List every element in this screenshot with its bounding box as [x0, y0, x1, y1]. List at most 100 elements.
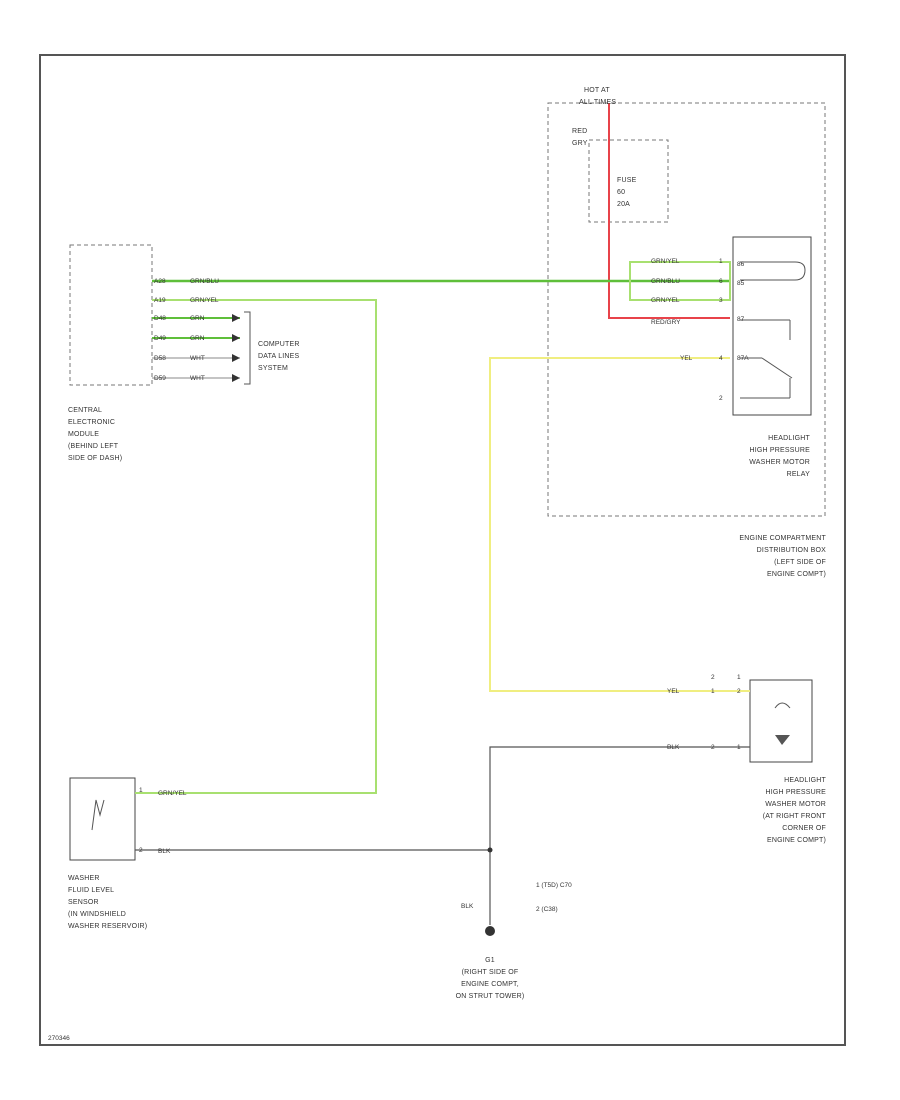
ecdb-label-3: (LEFT SIDE OF [774, 559, 826, 566]
hot-label-1: HOT AT [584, 87, 610, 94]
motor-wire-2-color: BLK [667, 744, 680, 751]
motor-label-5: CORNER OF [782, 825, 826, 832]
fuse-box-outline [588, 139, 669, 223]
motor-label-3: WASHER MOTOR [765, 801, 826, 808]
cem-pin-d49: D49 [154, 335, 166, 342]
sensor-label-1: WASHER [68, 875, 100, 882]
arrow-icon [232, 354, 240, 362]
wire-red-gry [608, 103, 730, 319]
motor-label-1: HEADLIGHT [784, 777, 826, 784]
engine-compartment-box-outline [547, 102, 826, 517]
motor-label-4: (AT RIGHT FRONT [763, 813, 827, 820]
relay-switch-arm [761, 357, 793, 379]
fuse-label-1: FUSE [617, 177, 637, 184]
motor-wire-1-term: 2 [737, 688, 741, 695]
sensor-label-2: FLUID LEVEL [68, 887, 114, 894]
fuse-label-3: 20A [617, 201, 630, 208]
motor-symbol-bottom [775, 735, 790, 745]
relay-box [732, 236, 812, 416]
cem-label-3: MODULE [68, 431, 99, 438]
ground-legend-2: 2 (C38) [536, 906, 558, 913]
cem-pin-d48: D48 [154, 315, 166, 322]
motor-wire-1-color: YEL [667, 688, 680, 695]
ground-wire-color: BLK [461, 903, 474, 910]
sensor-pin-2: 2 [139, 847, 143, 854]
relay-label-3: WASHER MOTOR [749, 459, 810, 466]
relay-wire-4-term: 87 [737, 316, 745, 323]
motor-label-2: HIGH PRESSURE [765, 789, 826, 796]
relay-wire-2-color: GRN/BLU [651, 278, 680, 285]
cem-wire-d48: GRN [190, 315, 205, 322]
ecdb-label-2: DISTRIBUTION BOX [757, 547, 826, 554]
wire-grn-yel-sensor [135, 299, 377, 794]
sensor-pin-1: 1 [139, 787, 143, 794]
relay-wire-1-term: 86 [737, 261, 745, 268]
sensor-label-3: SENSOR [68, 899, 99, 906]
ground-label-1: (RIGHT SIDE OF [462, 969, 519, 976]
data-lines-bracket [244, 311, 251, 385]
relay-wire-4-color: RED/GRY [651, 319, 681, 326]
relay-wire-6-pin: 2 [719, 395, 723, 402]
cem-box-outline [69, 244, 153, 386]
cem-pin-d59: D59 [154, 375, 166, 382]
relay-label-1: HEADLIGHT [768, 435, 810, 442]
arrow-icon [232, 314, 240, 322]
relay-wire-1-pin: 1 [719, 258, 723, 265]
relay-wire-1-color: GRN/YEL [651, 258, 680, 265]
ground-label-2: ENGINE COMPT, [461, 981, 519, 988]
ground-legend-1: 1 (T5D) C70 [536, 882, 572, 889]
ground-g1-icon [485, 926, 495, 936]
motor-label-6: ENGINE COMPT) [767, 837, 826, 844]
hot-label-2: ALL TIMES [579, 99, 616, 106]
motor-top-pin-1: 2 [711, 674, 715, 681]
cem-label-1: CENTRAL [68, 407, 102, 414]
cem-wire-a28: GRN/BLU [190, 278, 219, 285]
cem-wire-d59: WHT [190, 375, 205, 382]
motor-top-pin-2: 1 [737, 674, 741, 681]
fuse-label-2: 60 [617, 189, 625, 196]
wire-blk-motor [489, 746, 750, 925]
cem-wire-d49: GRN [190, 335, 205, 342]
cem-wire-d58: WHT [190, 355, 205, 362]
relay-wire-5-pin: 4 [719, 355, 723, 362]
wire-grn-yel-relay-loop [629, 261, 731, 301]
ground-label-3: ON STRUT TOWER) [456, 993, 525, 1000]
relay-coil [740, 261, 806, 281]
diagram-frame [39, 54, 846, 1046]
motor-box [749, 679, 813, 763]
cem-pin-a28: A28 [154, 278, 166, 285]
sensor-wire-1: GRN/YEL [158, 790, 187, 797]
fuse-wire-color-1: RED [572, 128, 587, 135]
relay-wire-5-color: YEL [680, 355, 693, 362]
splice-point [487, 847, 493, 853]
relay-wire-2-term: 85 [737, 280, 745, 287]
arrow-icon [232, 334, 240, 342]
motor-wire-2-pin: 2 [711, 744, 715, 751]
motor-symbol-top [774, 702, 791, 709]
motor-wire-1-pin: 1 [711, 688, 715, 695]
sensor-switch-symbol [91, 799, 105, 831]
ground-id: G1 [485, 957, 495, 964]
motor-wire-2-term: 1 [737, 744, 741, 751]
sensor-box [69, 777, 136, 861]
data-lines-label-3: SYSTEM [258, 365, 288, 372]
cem-label-5: SIDE OF DASH) [68, 455, 122, 462]
ecdb-label-4: ENGINE COMPT) [767, 571, 826, 578]
relay-wire-3-pin: 3 [719, 297, 723, 304]
data-lines-label-1: COMPUTER [258, 341, 300, 348]
footer-code: 270346 [48, 1035, 70, 1042]
cem-label-4: (BEHIND LEFT [68, 443, 119, 450]
data-lines-label-2: DATA LINES [258, 353, 300, 360]
cem-wire-a19: GRN/YEL [190, 297, 219, 304]
ecdb-label-1: ENGINE COMPARTMENT [739, 535, 826, 542]
relay-wire-2-pin: 6 [719, 278, 723, 285]
relay-label-2: HIGH PRESSURE [749, 447, 810, 454]
cem-label-2: ELECTRONIC [68, 419, 115, 426]
wire-yel [489, 357, 750, 692]
relay-wire-3-color: GRN/YEL [651, 297, 680, 304]
sensor-label-4: (IN WINDSHIELD [68, 911, 126, 918]
arrow-icon [232, 374, 240, 382]
cem-pin-a19: A19 [154, 297, 166, 304]
cem-pin-d58: D58 [154, 355, 166, 362]
